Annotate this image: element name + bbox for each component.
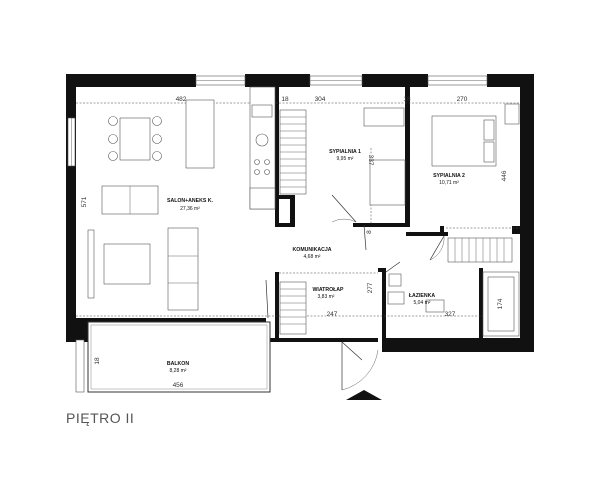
room-name-sypialnia-2: SYPIALNIA 2 — [433, 173, 465, 179]
kitchen-island — [185, 99, 215, 169]
dimension-247: 247 — [327, 311, 338, 318]
exterior-walls — [66, 74, 534, 352]
room-area-komunikacja: 4,68 m² — [304, 254, 321, 260]
dimension-8: 8 — [366, 230, 373, 234]
room-area-wiatrolap: 3,83 m² — [318, 294, 335, 300]
dimension-337: 337 — [367, 155, 374, 166]
dimension-18-top-left: 18 — [281, 96, 289, 103]
dimension-18-top-right: 18 — [403, 96, 411, 103]
coffee-table — [103, 243, 151, 285]
sofa-top — [101, 185, 159, 215]
entrance-arrow-icon — [346, 390, 382, 400]
dimension-18-balcony: 18 — [94, 357, 101, 365]
dimension-446: 446 — [501, 170, 508, 181]
windows — [67, 75, 488, 393]
doors — [212, 194, 445, 391]
nightstand — [504, 103, 520, 125]
dining-table — [108, 116, 162, 161]
room-area-sypialnia-1: 9,95 m² — [337, 156, 354, 162]
room-area-lazienka: 5,04 m² — [414, 300, 431, 306]
room-name-salon: SALON+ANEKS K. — [167, 198, 214, 204]
washbasin — [425, 299, 445, 313]
wardrobe-vestibule — [279, 281, 307, 335]
bed-bedroom-2 — [431, 115, 497, 167]
dimension-277: 277 — [367, 282, 374, 293]
floor-label: PIĘTRO II — [66, 410, 135, 426]
room-area-balkon: 8,28 m² — [170, 368, 187, 374]
room-name-sypialnia-1: SYPIALNIA 1 — [329, 149, 361, 155]
desk-bedroom-1 — [363, 107, 405, 127]
dimension-482: 482 — [176, 96, 187, 103]
room-name-wiatrolap: WIATROŁAP — [312, 287, 344, 293]
toilet — [387, 291, 405, 305]
tv-cabinet — [87, 229, 95, 299]
interior-walls — [88, 87, 520, 352]
dimension-304: 304 — [315, 96, 326, 103]
dimension-456: 456 — [173, 382, 184, 389]
room-area-salon: 27,36 m² — [180, 206, 200, 212]
room-name-balkon: BALKON — [167, 361, 189, 367]
washing-machine — [388, 273, 402, 287]
dimension-571: 571 — [81, 196, 88, 207]
kitchen-counter — [249, 86, 276, 210]
room-name-lazienka: ŁAZIENKA — [409, 293, 435, 299]
room-area-sypialnia-2: 10,71 m² — [439, 180, 459, 186]
bathtub — [482, 271, 520, 337]
sofa-side — [167, 227, 199, 311]
dimension-174: 174 — [497, 298, 504, 309]
balcony-outline — [87, 321, 271, 393]
bed-bedroom-1 — [369, 159, 406, 206]
wardrobe-bedroom-1 — [279, 109, 307, 195]
dimension-327: 327 — [445, 311, 456, 318]
wardrobe-bedroom-2 — [447, 237, 513, 263]
room-name-komunikacja: KOMUNIKACJA — [293, 247, 332, 253]
dimension-270: 270 — [457, 96, 468, 103]
